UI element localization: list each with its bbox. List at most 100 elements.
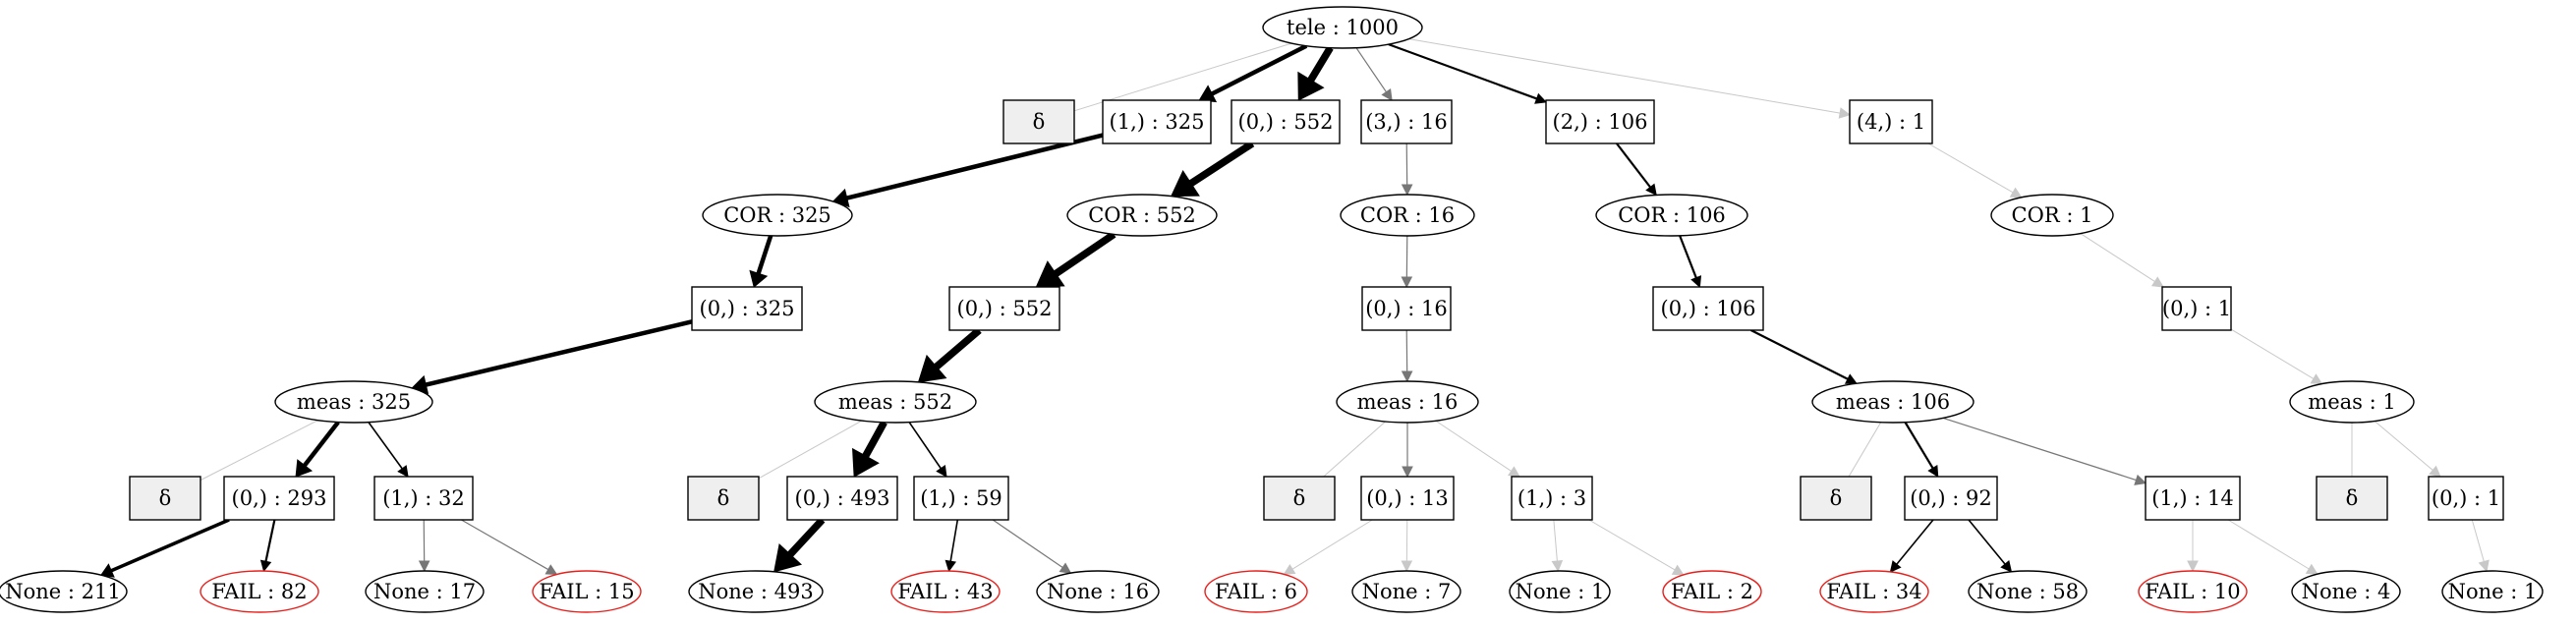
node-shape: [2289, 380, 2415, 424]
node-label: (1,) : 32: [382, 486, 465, 510]
node-label: (0,) : 13: [1366, 486, 1449, 510]
arrowhead-a2-c2: [1645, 183, 1657, 197]
edge-m0-o0a: [862, 420, 887, 458]
node-label: FAIL : 6: [1215, 580, 1297, 603]
edge-layer: [100, 38, 2490, 578]
node-shape: [1511, 476, 1593, 521]
node-shape: [365, 570, 485, 613]
node-shape: [1990, 194, 2114, 237]
arrowhead-m3-o3a: [1402, 466, 1413, 479]
edge-a4-c4: [1927, 142, 2014, 194]
arrowhead-root-a3: [1381, 88, 1393, 101]
node-shape: [1545, 99, 1655, 144]
delta-node-d3: δ: [1263, 476, 1336, 521]
delta-node-d5: δ: [2316, 476, 2388, 521]
fail-node-l6: FAIL : 43: [890, 570, 1001, 613]
node-label: None : 211: [5, 580, 120, 603]
edge-c1-p1: [756, 235, 773, 275]
node-shape: [1262, 6, 1423, 49]
box-node-o1b: (1,) : 32: [373, 476, 474, 521]
arrowhead-m2-o2b: [2134, 474, 2147, 485]
node-shape: [1002, 99, 1075, 144]
ellipse-node-c1: COR : 325: [702, 194, 853, 237]
ellipse-node-l3: None : 17: [365, 570, 485, 613]
ellipse-node-c2: COR : 106: [1595, 194, 1748, 237]
arrowhead-c2-p2: [1690, 275, 1702, 289]
node-shape: [1204, 570, 1308, 613]
node-shape: [2441, 570, 2544, 613]
ellipse-node-root: tele : 1000: [1262, 6, 1423, 49]
fail-node-l8: FAIL : 6: [1204, 570, 1308, 613]
node-shape: [948, 286, 1060, 331]
ellipse-node-l7: None : 16: [1036, 570, 1160, 613]
delta-node-d1: δ: [129, 476, 201, 521]
arrowhead-o0b-l6: [945, 559, 957, 573]
node-shape: [1340, 194, 1475, 237]
node-label: COR : 1: [2012, 203, 2093, 227]
node-label: None : 1: [1516, 580, 1605, 603]
edge-o2b-l15: [2227, 519, 2310, 570]
edge-o0b-l7: [992, 519, 1063, 569]
fail-node-l11: FAIL : 2: [1662, 570, 1762, 613]
node-shape: [200, 570, 319, 613]
edge-o1a-l1: [110, 518, 230, 573]
node-shape: [1336, 380, 1479, 424]
node-label: meas : 552: [838, 390, 952, 414]
node-shape: [1968, 570, 2088, 613]
ellipse-node-m0: meas : 552: [814, 380, 977, 424]
node-label: FAIL : 34: [1826, 580, 1921, 603]
edge-c4-p4: [2080, 233, 2155, 282]
box-node-a2: (2,) : 106: [1545, 99, 1655, 144]
edge-m2-o2b: [1942, 417, 2137, 482]
edge-m1-d1: [200, 420, 318, 482]
node-shape: [2316, 476, 2388, 521]
node-label: (3,) : 16: [1365, 110, 1448, 134]
node-shape: [2428, 476, 2504, 521]
node-shape: [1361, 286, 1452, 331]
arrowhead-a0-c0: [1170, 169, 1200, 198]
node-shape: [913, 476, 1009, 521]
edge-m0-o0b: [908, 422, 942, 470]
arrowhead-m0-o0a: [852, 447, 880, 478]
edge-m3-d3: [1323, 421, 1386, 478]
edge-c0-p0: [1054, 231, 1116, 277]
node-label: None : 1: [2448, 580, 2538, 603]
ellipse-node-l15: None : 4: [2291, 570, 2401, 613]
edge-o2a-l12: [1896, 519, 1934, 565]
edge-o3b-l11: [1588, 519, 1676, 571]
ellipse-node-m2: meas : 106: [1811, 380, 1975, 424]
node-label: None : 493: [698, 580, 813, 603]
arrowhead-m3-o3b: [1508, 466, 1520, 478]
node-shape: [2291, 570, 2401, 613]
box-node-o4a: (0,) : 1: [2428, 476, 2504, 521]
arrowhead-m1-o1a: [295, 459, 314, 478]
arrowhead-o2b-l15: [2305, 563, 2318, 575]
edge-m3-o3b: [1435, 420, 1512, 472]
edge-m4-o4a: [2374, 421, 2433, 471]
node-label: None : 16: [1047, 580, 1149, 603]
fail-node-l4: FAIL : 15: [532, 570, 642, 613]
arrowhead-o2b-l14: [2187, 560, 2199, 573]
node-shape: [2161, 286, 2232, 331]
edge-o1a-l2: [264, 519, 276, 562]
node-label: (0,) : 1: [2162, 297, 2231, 320]
node-label: (0,) : 16: [1365, 297, 1448, 320]
arrowhead-root-a2: [1534, 92, 1548, 104]
node-shape: [1904, 476, 1998, 521]
box-node-o2b: (1,) : 14: [2145, 476, 2241, 521]
node-label: FAIL : 10: [2145, 580, 2240, 603]
node-shape: [1595, 194, 1748, 237]
node-label: (2,) : 106: [1553, 110, 1648, 134]
node-shape: [1811, 380, 1975, 424]
node-label: meas : 325: [297, 390, 411, 414]
edge-m0-d2: [758, 420, 863, 480]
edge-m1-o1a: [303, 421, 340, 467]
node-shape: [1231, 99, 1341, 144]
node-shape: [2145, 476, 2241, 521]
node-label: δ: [717, 486, 730, 510]
ellipse-node-m4: meas : 1: [2289, 380, 2415, 424]
edge-m2-o2a: [1904, 422, 1934, 470]
node-shape: [1036, 570, 1160, 613]
node-shape: [1819, 570, 1929, 613]
node-shape: [688, 570, 824, 613]
